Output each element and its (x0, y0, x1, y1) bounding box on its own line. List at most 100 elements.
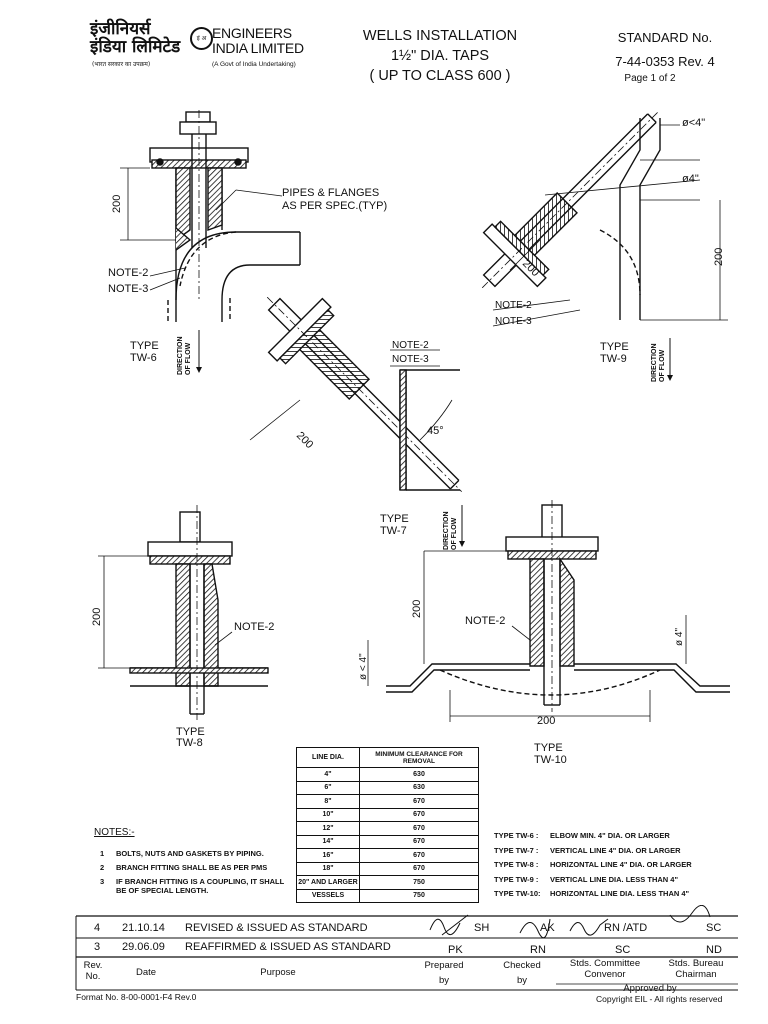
note-text: BOLTS, NUTS AND GASKETS BY PIPING. (116, 849, 264, 858)
logo-hindi: इंजीनियर्स इंडिया लिमिटेड (90, 20, 180, 56)
tw10-assembly (367, 500, 730, 722)
tw9-note2: NOTE-2 (495, 300, 532, 311)
hdr-convenor: Stds. Committee Convenor (562, 958, 648, 980)
clearance-col-min: MINIMUM CLEARANCE FOR REMOVAL (359, 747, 479, 768)
tw6-name: TW-6 (130, 352, 157, 364)
clearance-value: 670 (359, 794, 479, 809)
type-legend: TYPE TW-6 :ELBOW MIN. 4" DIA. OR LARGER … (494, 829, 692, 902)
rev-row-3-num: 3 (94, 941, 101, 953)
tw8-assembly (98, 505, 269, 720)
tw8-dim: 200 (91, 608, 103, 626)
clearance-row: 8"670 (296, 794, 479, 809)
clearance-value: 630 (359, 780, 479, 795)
format-number: Format No. 8-00-0001-F4 Rev.0 (76, 992, 197, 1002)
note-text: IF BRANCH FITTING IS A COUPLING, IT SHAL… (116, 877, 285, 895)
tw8-note2: NOTE-2 (234, 621, 274, 633)
tw10-dim-v: 200 (411, 600, 423, 618)
rev-row-3-checked: RN (530, 944, 546, 956)
clearance-value: 670 (359, 848, 479, 863)
tw7-flow-2: OF FLOW (451, 517, 458, 550)
clearance-row: 18"670 (296, 861, 479, 876)
hdr-checked-line1: Checked (503, 960, 541, 971)
standard-label: STANDARD No. (617, 30, 713, 45)
legend-type: TYPE TW-9 : (494, 874, 539, 884)
hdr-rev-no: Rev. No. (78, 960, 108, 982)
hdr-rev-line2: No. (85, 971, 101, 982)
hdr-approved: Approved by (623, 983, 677, 994)
hdr-chairman: Stds. Bureau Chairman (656, 958, 736, 980)
legend-row: TYPE TW-7 : VERTICAL LINE 4" DIA. OR LARG… (494, 844, 692, 859)
logo-english: ENGINEERS INDIA LIMITED (212, 26, 304, 56)
tw10-name: TW-10 (534, 754, 567, 766)
title-line3: ( UP TO CLASS 600 ) (369, 68, 511, 84)
legend-type: TYPE TW-7 : (494, 845, 539, 855)
note-item: 3 IF BRANCH FITTING IS A COUPLING, IT SH… (100, 877, 286, 895)
note-text: BRANCH FITTING SHALL BE AS PER PMS (116, 863, 268, 872)
logo-subtitle: (A Govt of India Undertaking) (212, 61, 296, 68)
logo-badge: इं अ (196, 35, 207, 42)
hdr-prepared: Prepared by (416, 960, 472, 986)
tw8-name: TW-8 (176, 737, 203, 749)
hdr-chairman-line2: Chairman (675, 969, 717, 980)
rev-row-4-num: 4 (94, 922, 101, 934)
tw10-dim-lt4: ø < 4" (358, 653, 369, 680)
tw9-flow-2: OF FLOW (659, 349, 666, 382)
tw10-note2: NOTE-2 (465, 615, 505, 627)
tw10-dim-4: ø 4" (674, 628, 685, 646)
clearance-line-dia: 16" (296, 848, 360, 863)
tw9-name: TW-9 (600, 353, 627, 365)
hdr-chairman-line1: Stds. Bureau (668, 958, 724, 969)
copyright: Copyright EIL - All rights reserved (596, 994, 723, 1004)
clearance-value: 630 (359, 767, 479, 782)
hdr-convenor-line1: Stds. Committee (569, 958, 641, 969)
tw9-dim-lt4: ø<4" (682, 117, 705, 129)
tw9-type: TYPE (600, 341, 629, 353)
tw7-assembly (249, 296, 462, 492)
legend-row: TYPE TW-8 : HORIZONTAL LINE 4" DIA. OR LA… (494, 858, 692, 873)
signature-convenor (569, 918, 609, 936)
title-line2: 1½" DIA. TAPS (390, 48, 490, 64)
legend-desc: VERTICAL LINE 4" DIA. OR LARGER (550, 845, 681, 855)
clearance-value: 670 (359, 861, 479, 876)
tw7-name: TW-7 (380, 525, 407, 537)
pipes-label-1: PIPES & FLANGES (282, 187, 379, 199)
rev-row-4-chairman: SC (706, 922, 722, 934)
tw6-dim-label: 200 (111, 195, 123, 213)
clearance-value: 670 (359, 834, 479, 849)
logo-tagline: (भारत सरकार का उपक्रम) (92, 61, 151, 68)
standard-number: 7-44-0353 Rev. 4 (615, 54, 715, 69)
logo-en-line2: INDIA LIMITED (212, 40, 304, 56)
legend-desc: VERTICAL LINE DIA. LESS THAN 4" (550, 874, 679, 884)
rev-row-4-purpose: REVISED & ISSUED AS STANDARD (185, 922, 368, 934)
clearance-line-dia: 18" (296, 861, 360, 876)
tw7-type: TYPE (380, 513, 409, 525)
standard-number-block: STANDARD No. 7-44-0353 Rev. 4 (590, 26, 740, 74)
tw6-flow-1: DIRECTION (177, 337, 184, 376)
clearance-line-dia: 12" (296, 821, 360, 836)
tw7-note3: NOTE-3 (392, 354, 429, 365)
hdr-rev-line1: Rev. (83, 960, 103, 971)
tw6-assembly (120, 110, 301, 322)
hdr-convenor-line2: Convenor (584, 969, 626, 980)
legend-desc: HORIZONTAL LINE 4" DIA. OR LARGER (550, 860, 692, 870)
tw10-dim-h: 200 (537, 715, 555, 727)
rev-row-3-convenor: SC (615, 944, 631, 956)
clearance-line-dia: 6" (296, 780, 360, 795)
clearance-line-dia: 10" (296, 807, 360, 822)
notes-list: 1 BOLTS, NUTS AND GASKETS BY PIPING. 2 B… (100, 849, 286, 895)
tw10-type: TYPE (534, 742, 563, 754)
signature-prepared (429, 914, 469, 936)
clearance-line-dia: 20" AND LARGER (296, 875, 360, 890)
tw7-dim: 200 (294, 430, 315, 451)
signature-checked (519, 918, 551, 939)
tw6-flow-2: OF FLOW (185, 342, 192, 375)
note-num: 3 (100, 877, 105, 886)
clearance-line-dia: 14" (296, 834, 360, 849)
hdr-date: Date (135, 967, 157, 978)
tw8-type: TYPE (176, 726, 205, 738)
rev-row-4-prepared: SH (474, 922, 490, 934)
legend-type: TYPE TW-8 : (494, 860, 539, 870)
rev-row-4-date: 21.10.14 (122, 922, 165, 934)
